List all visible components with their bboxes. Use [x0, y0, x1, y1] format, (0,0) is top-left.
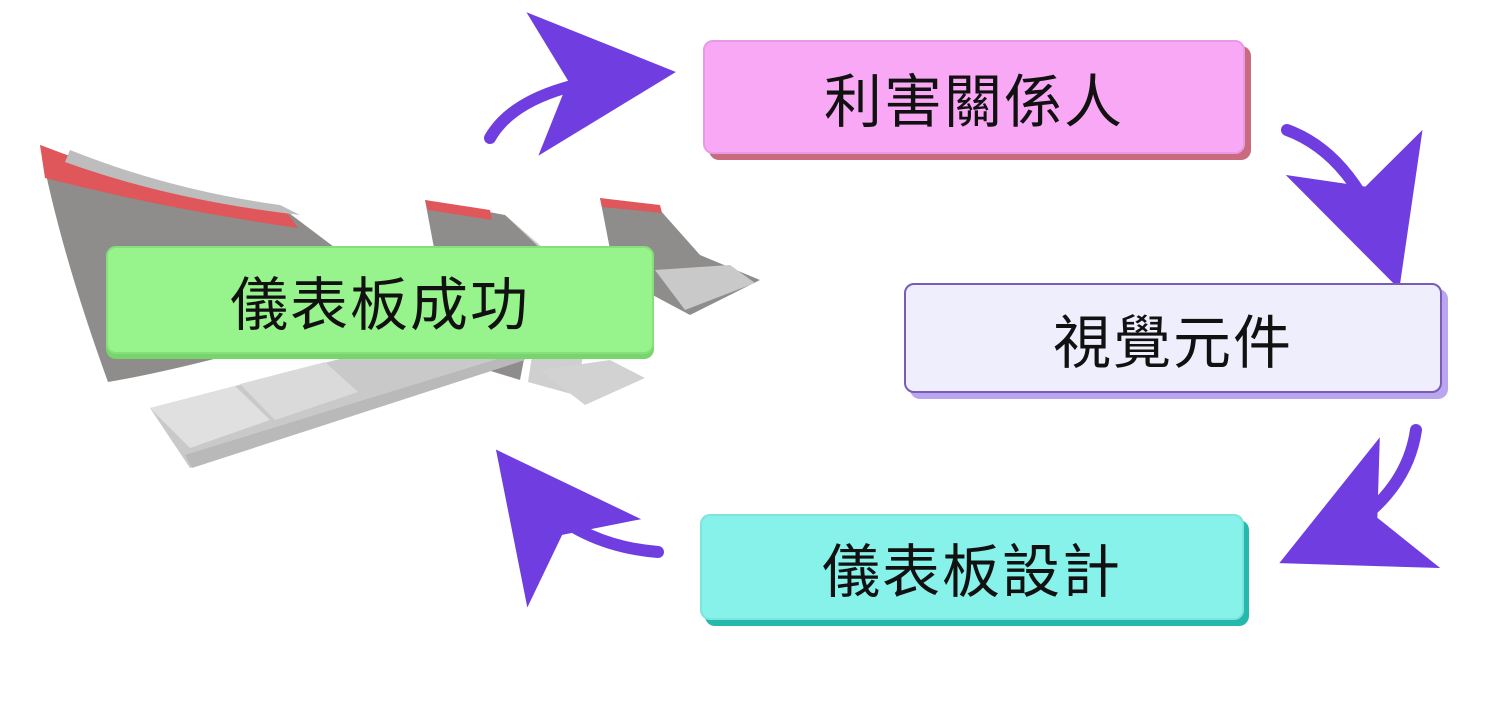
node-stakeholders-label: 利害關係人 — [823, 68, 1124, 136]
cycle-arrow-icon — [484, 12, 676, 156]
node-dashboard-success-label: 儀表板成功 — [229, 271, 530, 339]
node-dashboard-design: 儀表板設計 — [700, 514, 1244, 620]
node-dashboard-success: 儀表板成功 — [106, 246, 654, 354]
cycle-arrow-icon — [1281, 124, 1423, 290]
node-visual-components-label: 視覺元件 — [1052, 309, 1293, 377]
node-visual-components: 視覺元件 — [904, 283, 1442, 393]
cycle-arrow-icon — [495, 449, 664, 608]
node-stakeholders: 利害關係人 — [703, 40, 1245, 154]
node-dashboard-design-label: 儀表板設計 — [821, 538, 1122, 606]
cycle-arrow-icon — [1279, 424, 1441, 568]
